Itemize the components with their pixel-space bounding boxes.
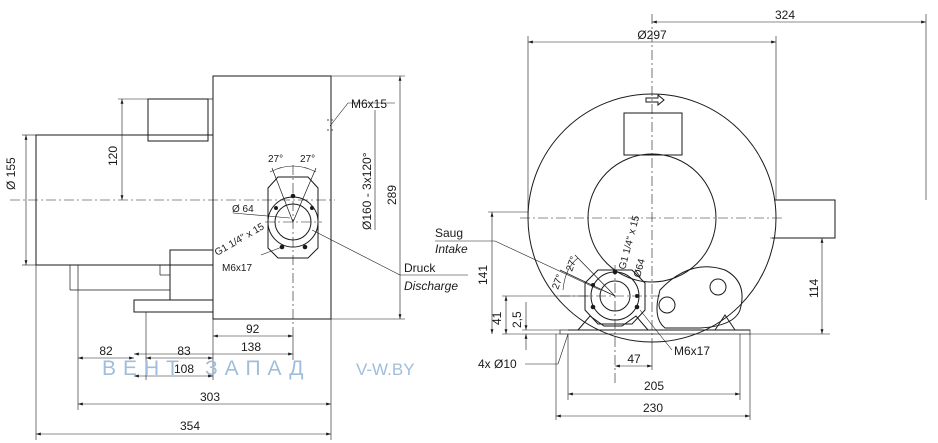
dim-82-label: 82 [99, 344, 113, 358]
intake-label: Intake [435, 242, 468, 256]
bolt-hole [274, 206, 278, 210]
motor-side [772, 199, 836, 239]
dim-324-label: 324 [775, 8, 795, 22]
rotation-arrow-icon [645, 93, 665, 107]
bolt-hole [634, 304, 640, 310]
dim-155-label: Ø 155 [4, 157, 18, 190]
watermark-site: V-W.BY [356, 360, 415, 379]
bolt-hole [302, 244, 308, 250]
dim-pcd-label: Ø160 - 3x120° [360, 152, 374, 230]
watermark-brand-2: ЗАПАД [205, 357, 310, 380]
foot-left [577, 315, 649, 331]
dim-m6x15-label: M6x15 [351, 97, 387, 111]
dim-114-label: 114 [807, 279, 821, 298]
motor-flange [169, 249, 214, 301]
dim-41-label: 41 [490, 311, 504, 325]
dim-289-label: 289 [385, 185, 399, 205]
terminal-box [147, 98, 209, 142]
dim-354-label: 354 [180, 419, 200, 433]
angle-left-label-front: 27° [550, 273, 566, 291]
saug-label: Saug [435, 226, 463, 240]
bolt-label-front: M6x17 [674, 344, 710, 358]
angle-right-label: 27° [300, 154, 315, 165]
angle-right-label-front: 27° [564, 255, 580, 273]
dim-83-label: 83 [177, 344, 191, 358]
angle-left-label: 27° [268, 154, 283, 165]
holes-label: 4x Ø10 [478, 357, 517, 371]
discharge-label: Discharge [404, 279, 458, 293]
dim-47-label: 47 [627, 352, 641, 366]
dim-297-label: Ø297 [637, 28, 667, 42]
foot-right [714, 314, 736, 331]
dim-120-label: 120 [106, 146, 120, 166]
dim-25-label: 2,5 [510, 311, 524, 328]
intake-flange [584, 269, 646, 325]
dim-108-label: 108 [174, 362, 194, 376]
druck-label: Druck [404, 261, 436, 275]
housing-outline [212, 75, 332, 320]
dim-141-label: 141 [476, 265, 490, 285]
dim-138-label: 138 [241, 340, 261, 354]
terminal-box-front [623, 112, 683, 156]
base-foot [133, 299, 214, 313]
dim-92-label: 92 [246, 322, 260, 336]
side-view [10, 75, 468, 440]
bolt-label: M6x17 [222, 263, 252, 274]
dim-205-label: 205 [644, 379, 664, 393]
watermark-brand-1: ВЕНТ [102, 357, 186, 380]
silencer-pocket [656, 266, 743, 329]
dim-303-label: 303 [200, 390, 220, 404]
bolt-hole [310, 206, 314, 210]
discharge-flange [267, 176, 319, 259]
front-view [435, 14, 927, 420]
thread-label: G1 1/4" x 15 [213, 221, 267, 258]
bolt-hole [590, 304, 596, 310]
dim-64-label-front: Ø64 [632, 257, 648, 279]
dim-64-label: Ø 64 [232, 204, 254, 215]
dim-230-label: 230 [643, 401, 663, 415]
